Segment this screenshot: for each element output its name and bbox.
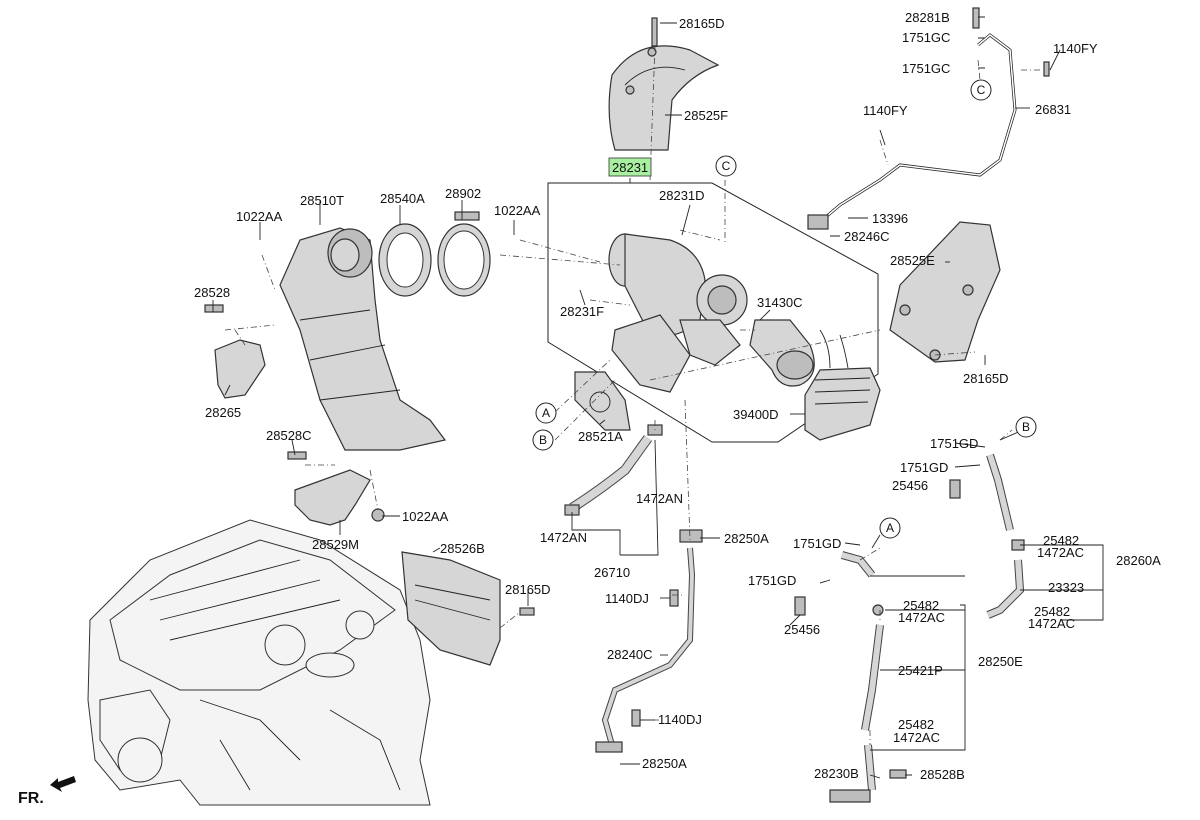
label-1472AN-a[interactable]: 1472AN [636,491,683,506]
heat-shield-right [889,221,1001,363]
oil-return-pipe [595,529,703,753]
callout-b-right: B [1015,416,1037,438]
v-band-clamp [437,211,491,297]
callout-b-left: B [532,429,554,451]
turbocharger [608,233,748,393]
label-28281B[interactable]: 28281B [905,10,950,25]
leader-lines [212,16,1104,779]
label-1140DJ-a[interactable]: 1140DJ [605,591,649,606]
label-1751GC-b[interactable]: 1751GC [902,61,950,76]
label-28165D-right[interactable]: 28165D [963,371,1009,386]
label-28230B[interactable]: 28230B [814,766,859,781]
heat-shield-upper [608,17,720,151]
label-28165D-top[interactable]: 28165D [679,16,725,31]
label-28521A[interactable]: 28521A [578,429,623,444]
label-23323[interactable]: 23323 [1048,580,1084,595]
label-28510T[interactable]: 28510T [300,193,344,208]
water-pipe-28250E [794,551,907,803]
label-28250A-a[interactable]: 28250A [724,531,769,546]
callout-b-right-text: B [1022,420,1030,434]
label-1022AA-c[interactable]: 1022AA [402,509,449,524]
callout-b-left-text: B [539,433,547,447]
outlet-elbow [749,319,815,387]
label-1472AC-d[interactable]: 1472AC [893,730,940,745]
bracket-28265 [204,304,266,399]
front-arrow-icon [50,776,76,792]
heat-shield-lower [401,551,535,666]
bracket-28529M [287,451,385,526]
label-13396[interactable]: 13396 [872,211,908,226]
label-1472AN-b[interactable]: 1472AN [540,530,587,545]
label-1022AA-b[interactable]: 1022AA [236,209,283,224]
label-28231[interactable]: 28231 [612,160,648,175]
callout-c-top: C [715,155,737,177]
label-28528C[interactable]: 28528C [266,428,312,443]
label-25482-c[interactable]: 25482 [903,598,939,613]
label-28525E[interactable]: 28525E [890,253,935,268]
label-1140FY-b[interactable]: 1140FY [863,103,908,118]
label-1140DJ-b[interactable]: 1140DJ [658,712,702,727]
label-1140FY-a[interactable]: 1140FY [1053,41,1098,56]
callout-c-right-text: C [977,83,986,97]
label-1022AA-a[interactable]: 1022AA [494,203,541,218]
label-25456-b[interactable]: 25456 [784,622,820,637]
label-28528B[interactable]: 28528B [920,767,965,782]
label-25421P[interactable]: 25421P [898,663,943,678]
label-28528[interactable]: 28528 [194,285,230,300]
label-25482-d[interactable]: 25482 [898,717,934,732]
label-28231D[interactable]: 28231D [659,188,705,203]
label-28540A[interactable]: 28540A [380,191,425,206]
callout-a-left-text: A [542,406,550,420]
highlight-28231 [608,157,652,177]
label-39400D[interactable]: 39400D [733,407,779,422]
label-1472AC-c[interactable]: 1472AC [898,610,945,625]
label-1751GC-a[interactable]: 1751GC [902,30,950,45]
label-1751GD-a[interactable]: 1751GD [930,436,978,451]
label-1751GD-c[interactable]: 1751GD [793,536,841,551]
label-28529M[interactable]: 28529M [312,537,359,552]
callout-a-right: A [879,517,901,539]
label-26831[interactable]: 26831 [1035,102,1071,117]
front-direction-label: FR. [18,790,44,807]
label-28231F[interactable]: 28231F [560,304,604,319]
part-labels: 28165D 28525F 28231 28231D 28231F 28281B… [18,10,1161,807]
label-28525F[interactable]: 28525F [684,108,728,123]
label-1751GD-b[interactable]: 1751GD [900,460,948,475]
label-1751GD-d[interactable]: 1751GD [748,573,796,588]
label-28526B[interactable]: 28526B [440,541,485,556]
label-28265[interactable]: 28265 [205,405,241,420]
label-1472AC-a[interactable]: 1472AC [1037,545,1084,560]
label-26710[interactable]: 26710 [594,565,630,580]
assembly-lines [224,44,1040,745]
callout-a-left: A [535,402,557,424]
label-28902[interactable]: 28902 [445,186,481,201]
turbo-gasket [574,371,631,431]
callout-c-top-text: C [722,159,731,173]
label-25482-b[interactable]: 25482 [1034,604,1070,619]
callout-c-right: C [970,79,992,101]
gasket-ring [378,223,432,297]
callout-a-right-text: A [886,521,894,535]
label-28246C[interactable]: 28246C [844,229,890,244]
label-31430C[interactable]: 31430C [757,295,803,310]
wastegate-actuator [804,329,881,441]
water-pipe-28260A [949,453,1025,619]
label-28165D-mid[interactable]: 28165D [505,582,551,597]
label-25482-a[interactable]: 25482 [1043,533,1079,548]
label-28260A[interactable]: 28260A [1116,553,1161,568]
label-28250E[interactable]: 28250E [978,654,1023,669]
label-1472AC-b[interactable]: 1472AC [1028,616,1075,631]
oil-feed-tube [807,7,1050,230]
label-28250A-b[interactable]: 28250A [642,756,687,771]
label-25456-a[interactable]: 25456 [892,478,928,493]
engine-block [87,519,431,806]
catalytic-converter [279,227,447,451]
label-28240C[interactable]: 28240C [607,647,653,662]
